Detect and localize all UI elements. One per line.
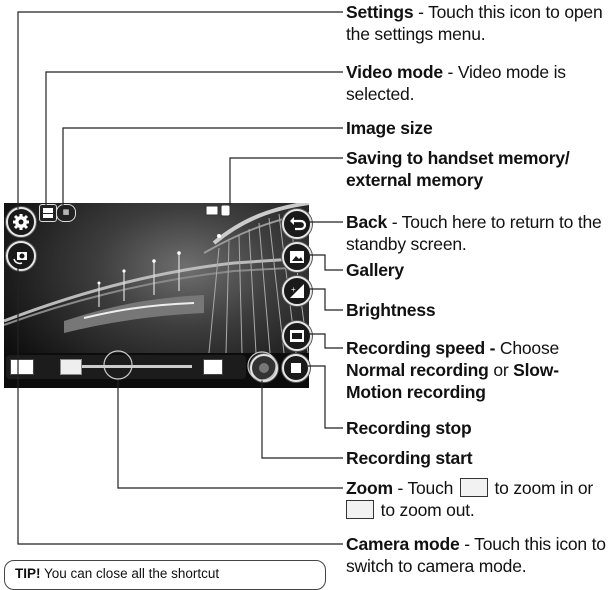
label-image-size: Image size <box>346 117 611 139</box>
label-gallery: Gallery <box>346 259 611 281</box>
label-recording-speed: Recording speed - Choose Normal recordin… <box>346 337 608 403</box>
label-recording-start: Recording start <box>346 447 611 469</box>
label-video-mode: Video mode - Video mode is selected. <box>346 61 611 105</box>
label-saving-memory: Saving to handset memory/ external memor… <box>346 147 586 191</box>
zoom-in-inline-icon <box>460 478 488 497</box>
tip-box: TIP! You can close all the shortcut <box>4 560 326 590</box>
label-back: Back - Touch here to return to the stand… <box>346 211 614 255</box>
label-recording-stop: Recording stop <box>346 417 611 439</box>
label-camera-mode: Camera mode - Touch this icon to switch … <box>346 533 614 577</box>
label-brightness: Brightness <box>346 299 611 321</box>
zoom-out-inline-icon <box>346 500 374 519</box>
label-settings: Settings - Touch this icon to open the s… <box>346 1 611 45</box>
label-zoom: Zoom - Touch to zoom in or to zoom out. <box>346 477 611 521</box>
